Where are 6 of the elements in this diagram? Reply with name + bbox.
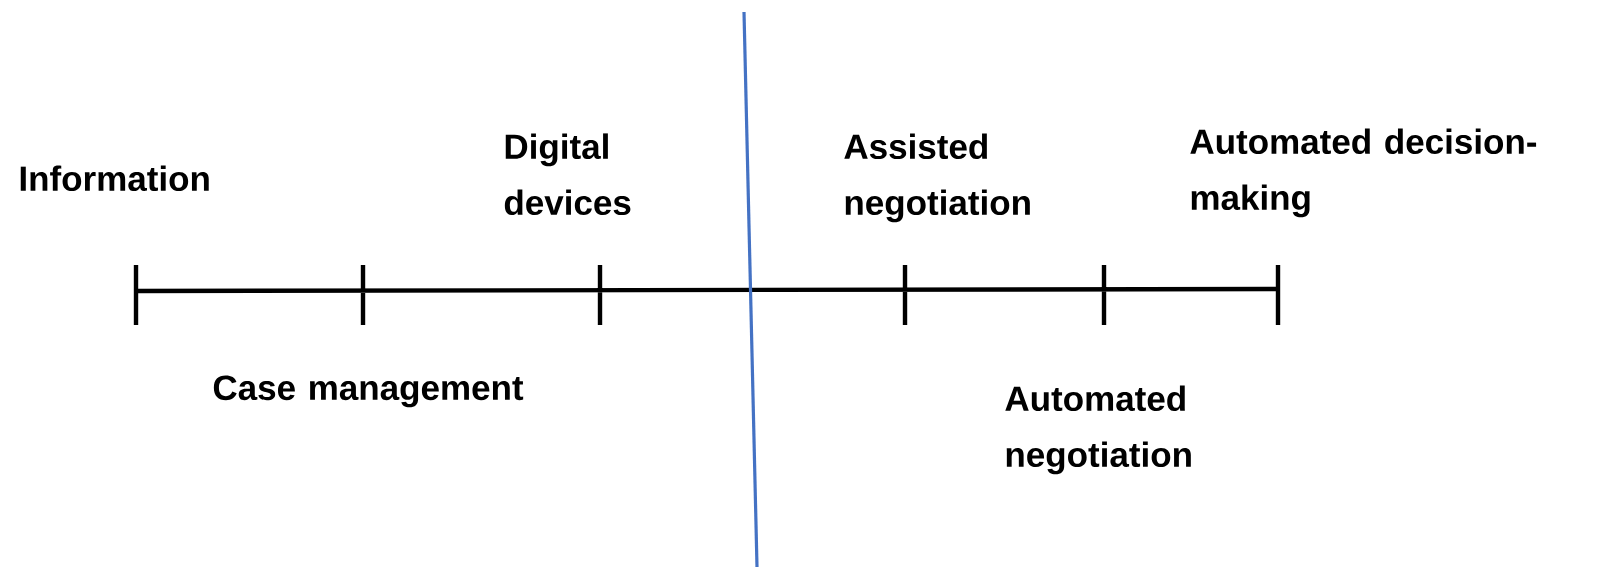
text-label: Digital devices [504,133,631,216]
text-label: Information [20,165,209,192]
text-label: Automated decision-making [1190,128,1537,218]
text-label: Automated negotiation [1005,385,1191,475]
text-label: Assisted negotiation [844,133,1030,223]
text-label: Case management [213,375,524,408]
